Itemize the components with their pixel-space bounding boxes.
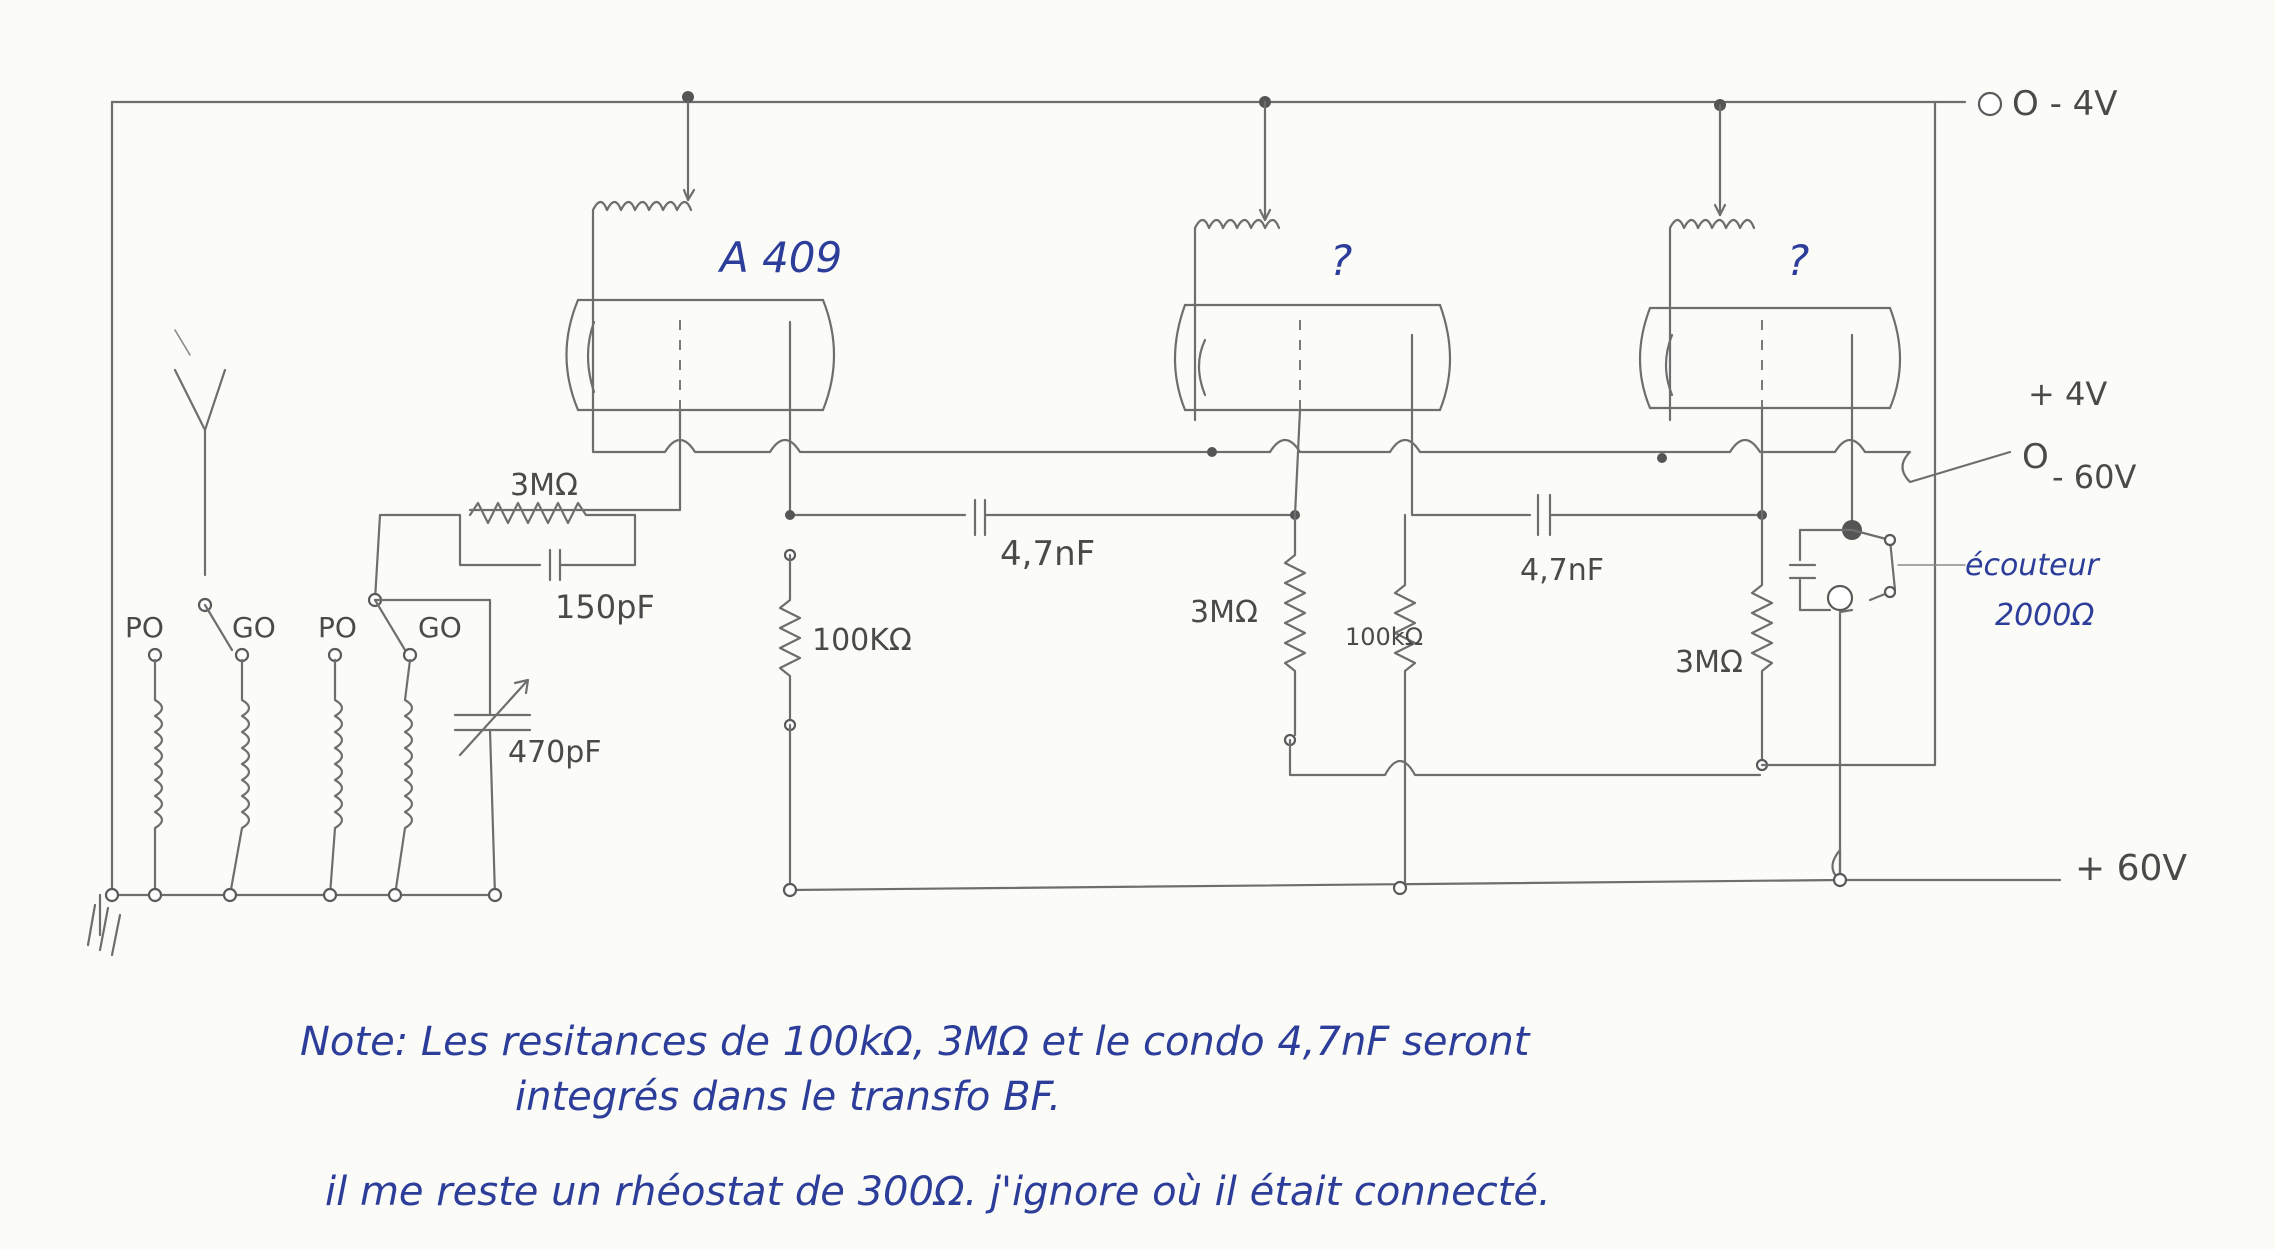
load-resistor-1 (778, 553, 802, 722)
tube-1: A 409 (565, 91, 842, 422)
switch-po-2: PO (318, 611, 357, 644)
grid-resistor-2 (1283, 513, 1307, 737)
label-coupling-cap-2: 4,7nF (1520, 553, 1604, 588)
tube-3: ? (1638, 99, 1902, 422)
terminal-minus-60v: O (2022, 437, 2049, 477)
label-load-2: 100kΩ (1345, 623, 1423, 651)
label-grid-res-2: 3MΩ (1190, 595, 1258, 630)
grid-resistor-3 (1750, 513, 1774, 762)
label-load-1: 100KΩ (812, 623, 912, 658)
label-tuning-cap: 470pF (508, 735, 602, 770)
tube-3-label: ? (1787, 236, 1809, 285)
tube-2: ? (1173, 96, 1452, 422)
ground-icon (86, 893, 122, 957)
note-line-1: Note: Les resitances de 100kΩ, 3MΩ et le… (300, 1019, 1531, 1065)
label-grid-cap: 150pF (555, 588, 655, 626)
label-coupling-cap-1: 4,7nF (1000, 534, 1095, 574)
label-minus-60v: - 60V (2052, 458, 2136, 496)
note-line-3: il me reste un rhéostat de 300Ω. j'ignor… (325, 1169, 1551, 1215)
antenna-icon (173, 329, 227, 577)
tube-2-label: ? (1330, 236, 1352, 285)
grid-resistor-1 (468, 501, 637, 525)
label-plus-60v: + 60V (2075, 848, 2187, 889)
switch-po-1: PO (125, 611, 164, 644)
earphone-value: 2000Ω (1995, 598, 2094, 633)
band-switch: PO GO PO GO (125, 592, 462, 663)
rail-plus-60v (788, 848, 2062, 892)
earphone-label: écouteur (1965, 548, 2101, 583)
terminal-minus-4v (1977, 91, 2003, 117)
rail-plus-4v (591, 418, 2012, 484)
earphone-icon (1788, 528, 1966, 882)
label-grid-resistor-1: 3MΩ (510, 468, 578, 503)
tube-1-label: A 409 (717, 233, 842, 282)
label-plus-4v: + 4V (2028, 375, 2107, 413)
label-grid-res-3: 3MΩ (1675, 645, 1743, 680)
switch-go-2: GO (418, 611, 462, 644)
note-line-2: integrés dans le transfo BF. (515, 1074, 1061, 1120)
tuning-capacitor: 470pF (373, 598, 602, 897)
load-resistor-2 (1393, 513, 1417, 892)
switch-go-1: GO (232, 611, 276, 644)
coils (153, 658, 414, 897)
label-minus-4v: O - 4V (2012, 84, 2118, 124)
